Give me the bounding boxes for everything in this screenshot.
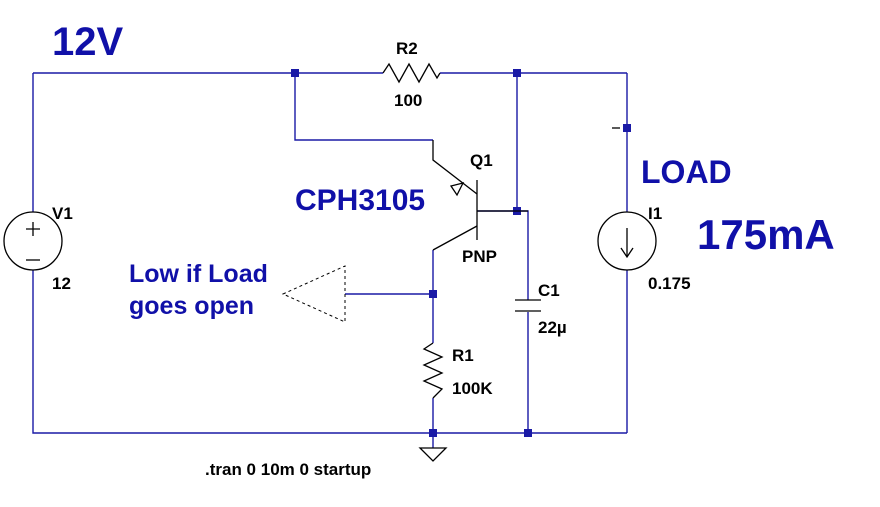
q1-name: Q1 xyxy=(470,151,493,170)
voltage-source-v1 xyxy=(3,211,63,271)
v1-value: 12 xyxy=(52,274,71,293)
r2-value: 100 xyxy=(394,91,422,110)
output-label-line1: Low if Load xyxy=(129,260,268,288)
v1-name: V1 xyxy=(52,204,73,223)
load-current-label: 175mA xyxy=(697,211,835,258)
ground-symbol xyxy=(418,447,448,462)
wires xyxy=(32,72,628,448)
resistor-r2 xyxy=(382,62,441,84)
capacitor-c1 xyxy=(515,299,541,312)
output-flag xyxy=(281,265,346,323)
transistor-q1 xyxy=(432,140,528,251)
i1-value: 0.175 xyxy=(648,274,691,293)
supply-voltage-label: 12V xyxy=(52,20,123,64)
r2-name: R2 xyxy=(396,39,418,58)
i1-name: I1 xyxy=(648,204,662,223)
load-title-label: LOAD xyxy=(641,154,732,190)
spice-directive: .tran 0 10m 0 startup xyxy=(205,460,371,479)
c1-value: 22µ xyxy=(538,318,567,337)
q1-type: PNP xyxy=(462,247,497,266)
current-source-i1 xyxy=(597,127,657,271)
transistor-part-label: CPH3105 xyxy=(295,184,425,217)
c1-name: C1 xyxy=(538,281,560,300)
r1-name: R1 xyxy=(452,346,474,365)
output-label-line2: goes open xyxy=(129,292,254,320)
resistor-r1 xyxy=(422,342,444,399)
r1-value: 100K xyxy=(452,379,493,398)
